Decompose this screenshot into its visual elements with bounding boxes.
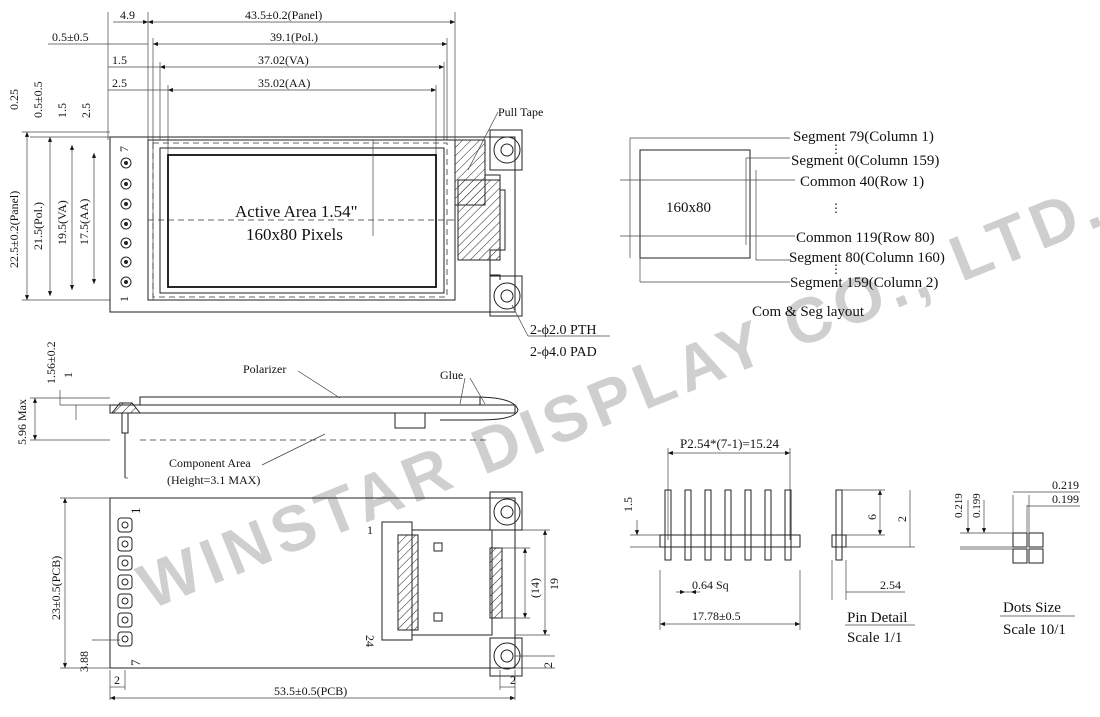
- mount-hole-top: [493, 136, 521, 164]
- pin-dim-1-5: 1.5: [621, 497, 635, 512]
- component-area-height: (Height=3.1 MAX): [167, 473, 260, 487]
- dim-pcb-width: 53.5±0.5(PCB): [274, 684, 347, 698]
- dim-panel-width: 43.5±0.2(Panel): [245, 8, 322, 22]
- pull-tape-label: Pull Tape: [498, 105, 543, 119]
- dim-aa-width: 35.02(AA): [258, 76, 310, 90]
- dim-va-width: 37.02(VA): [258, 53, 309, 67]
- dot-v-0-199: 0.199: [971, 493, 983, 518]
- pin-detail-caption: Pin Detail: [847, 610, 907, 626]
- dot-grid: [1012, 532, 1044, 564]
- dim-5-96: 5.96 Max: [15, 399, 29, 445]
- pin-dim-6: 6: [865, 514, 879, 520]
- pitch-label: P2.54*(7-1)=15.24: [680, 436, 780, 451]
- front-pin-1: 1: [117, 296, 131, 302]
- pin-detail: P2.54*(7-1)=15.24 1.5 0.64 Sq 17.78±0.5 …: [621, 436, 915, 646]
- dim-va-height: 19.5(VA): [55, 200, 69, 245]
- com-seg-layout: 160x80 Segment 79(Column 1) ⋮ Segment 0(…: [620, 129, 945, 320]
- dim-side-1: 1: [61, 372, 75, 378]
- fpc-pin-1: 1: [367, 523, 373, 537]
- dim-pcb-height: 23±0.5(PCB): [49, 556, 63, 620]
- component-area-label: Component Area: [169, 456, 251, 470]
- dim-1-5: 1.5: [112, 53, 127, 67]
- front-pin-row: [120, 157, 132, 288]
- pin-detail-scale: Scale 1/1: [847, 630, 902, 646]
- dim-2-bottom: 2: [510, 673, 516, 687]
- dim-2-left: 2: [114, 673, 120, 687]
- pin-header-body: [659, 534, 801, 548]
- dim-pol-height: 21.5(Pol.): [31, 202, 45, 250]
- resolution-label: 160x80: [666, 200, 711, 216]
- dot-h-0-219: 0.219: [1052, 478, 1079, 492]
- dot-h-0-199: 0.199: [1052, 492, 1079, 506]
- back-view: 23±0.5(PCB) 3.88 1 7 1 24 (14) 19: [49, 491, 561, 701]
- segment-79-label: Segment 79(Column 1): [793, 129, 934, 145]
- active-area: [167, 154, 437, 288]
- glue-label: Glue: [440, 368, 463, 382]
- dim-4-9: 4.9: [120, 8, 135, 22]
- common-40-label: Common 40(Row 1): [800, 174, 924, 190]
- back-pin-1: 1: [128, 508, 143, 515]
- front-pin-7: 7: [117, 146, 131, 152]
- dim-v-0-25: 0.25: [7, 89, 21, 110]
- segment-159-label: Segment 159(Column 2): [790, 275, 938, 291]
- pin-row: [664, 489, 792, 561]
- dim-1-56: 1.56±0.2: [44, 341, 58, 384]
- dim-0-5: 0.5±0.5: [52, 30, 89, 44]
- dim-19: 19: [547, 578, 561, 590]
- dim-v-2-5: 2.5: [79, 103, 93, 118]
- active-area-title: Active Area 1.54": [235, 202, 358, 221]
- fpc-pin-24: 24: [363, 635, 377, 647]
- pin-width: 17.78±0.5: [692, 609, 741, 623]
- segment-0-label: Segment 0(Column 159): [791, 153, 939, 169]
- dim-v-1-5: 1.5: [55, 103, 69, 118]
- hole-spec-pad: 2-ϕ4.0 PAD: [530, 345, 597, 360]
- dim-aa-height: 17.5(AA): [77, 199, 91, 245]
- dim-2-5: 2.5: [112, 76, 127, 90]
- pin-square: 0.64 Sq: [692, 578, 729, 592]
- dots-size: 0.219 0.199 0.219 0.199 Dots Size Scale …: [953, 478, 1080, 638]
- back-pcb-outline: [109, 497, 516, 669]
- dim-v-0-5: 0.5±0.5: [31, 81, 45, 118]
- dots-size-scale: Scale 10/1: [1003, 622, 1066, 638]
- pin-dim-2: 2: [895, 516, 909, 522]
- side-view: 1.56±0.2 1 5.96 Max Polarizer Glue Compo…: [15, 341, 519, 487]
- dim-panel-height: 22.5±0.2(Panel): [7, 191, 21, 268]
- polarizer-label: Polarizer: [243, 362, 286, 376]
- dots-3: ⋮: [830, 262, 842, 276]
- com-seg-caption: Com & Seg layout: [752, 304, 865, 320]
- active-area-pixels: 160x80 Pixels: [246, 225, 343, 244]
- dim-14: (14): [528, 578, 542, 598]
- mount-hole-bottom: [493, 282, 521, 310]
- back-mount-hole-top: [493, 498, 521, 526]
- pull-tape-leader: [467, 111, 499, 171]
- dots-size-caption: Dots Size: [1003, 600, 1061, 616]
- back-pin-7: 7: [128, 659, 143, 666]
- dots-2: ⋮: [830, 201, 842, 215]
- common-119-label: Common 119(Row 80): [796, 230, 935, 246]
- dim-2-right: 2: [541, 662, 555, 668]
- hole-spec-pth: 2-ϕ2.0 PTH: [530, 323, 596, 338]
- segment-80-label: Segment 80(Column 160): [789, 250, 945, 266]
- front-view: 4.9 43.5±0.2(Panel) 0.5±0.5 39.1(Pol.) 1…: [7, 8, 610, 360]
- dot-v-0-219: 0.219: [953, 493, 965, 518]
- back-pin-row: [117, 517, 133, 647]
- dim-pol-width: 39.1(Pol.): [270, 30, 318, 44]
- front-pcb-outline: [109, 136, 516, 313]
- dim-3-88: 3.88: [77, 651, 91, 672]
- pin-pitch-2-54: 2.54: [880, 578, 901, 592]
- dots-1: ⋮: [830, 142, 842, 156]
